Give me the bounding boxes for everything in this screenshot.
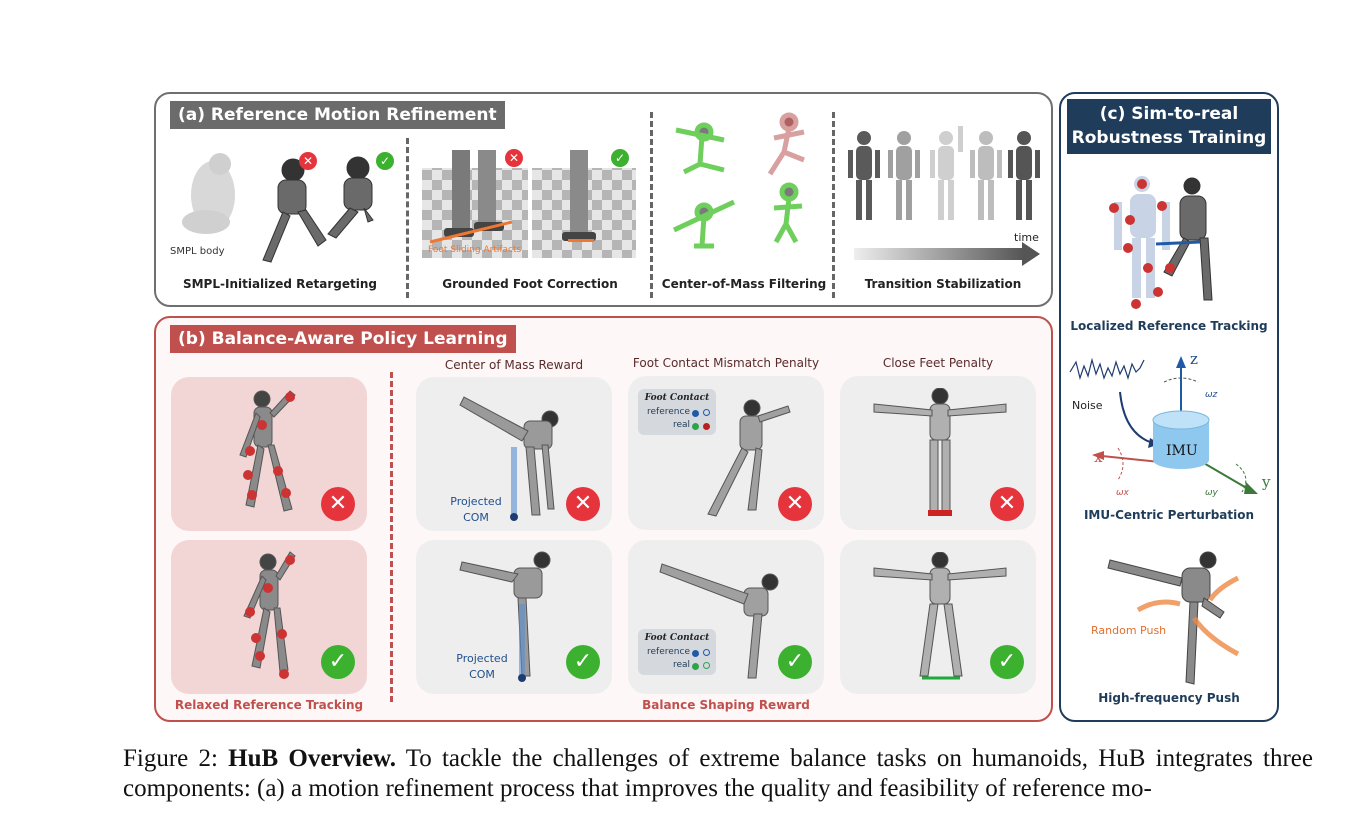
legend-title: Foot Contact xyxy=(644,393,710,403)
caption-smpl-retargeting: SMPL-Initialized Retargeting xyxy=(182,277,378,291)
check-icon: ✓ xyxy=(566,645,600,679)
robot-figure xyxy=(243,551,296,679)
col-title-close-feet: Close Feet Penalty xyxy=(882,356,994,370)
transition-stabilization-figure xyxy=(848,126,1040,266)
divider xyxy=(406,138,409,298)
cross-icon: ✕ xyxy=(299,152,317,170)
smpl-body-label: SMPL body xyxy=(170,246,225,257)
time-label: time xyxy=(1014,231,1039,244)
check-icon: ✓ xyxy=(321,645,355,679)
caption-bold: HuB Overview. xyxy=(228,745,396,772)
robot-figure xyxy=(873,552,1007,680)
omega-z-label: ωz xyxy=(1205,390,1218,400)
cross-icon: ✕ xyxy=(505,149,523,167)
divider xyxy=(650,112,653,298)
panel-c-header-line1: (c) Sim-to-real xyxy=(1099,104,1239,124)
col-title-foot-contact: Foot Contact Mismatch Penalty xyxy=(632,356,820,370)
foot-contact-legend: Foot Contact reference real xyxy=(638,389,716,435)
axis-x-label: x xyxy=(1094,448,1103,466)
panel-c-header: (c) Sim-to-real Robustness Training xyxy=(1067,99,1271,154)
caption-imu-perturbation: IMU-Centric Perturbation xyxy=(1083,508,1255,522)
random-push-label: Random Push xyxy=(1091,624,1167,637)
projected-com-label: Projected COM xyxy=(456,652,508,681)
noise-label: Noise xyxy=(1072,399,1103,412)
legend-reference: reference xyxy=(647,407,690,417)
caption-foot-correction: Grounded Foot Correction xyxy=(442,277,618,291)
divider xyxy=(390,372,393,702)
robot-figure xyxy=(459,396,559,521)
foot-correction-figure xyxy=(422,150,636,258)
robot-figure xyxy=(659,563,779,679)
reference-ring-icon xyxy=(703,409,710,416)
panel-sim-to-real xyxy=(1059,92,1279,722)
check-icon: ✓ xyxy=(778,645,812,679)
caption-label: Figure 2: xyxy=(123,745,229,772)
caption-transition-stabilization: Transition Stabilization xyxy=(864,277,1022,291)
legend-title: Foot Contact xyxy=(644,633,710,643)
com-filtering-figure xyxy=(672,112,805,249)
legend-reference: reference xyxy=(647,647,690,657)
cross-icon: ✕ xyxy=(566,487,600,521)
projected-com-label: Projected COM xyxy=(450,495,502,524)
col-title-com-reward: Center of Mass Reward xyxy=(444,358,584,372)
panel-a-header: (a) Reference Motion Refinement xyxy=(170,101,505,129)
localized-tracking-figure xyxy=(1109,176,1213,309)
legend-real: real xyxy=(672,660,690,670)
foot-contact-legend: Foot Contact reference real xyxy=(638,629,716,675)
cross-icon: ✕ xyxy=(321,487,355,521)
real-mismatch-icon xyxy=(703,423,710,430)
check-icon: ✓ xyxy=(611,149,629,167)
reference-dot-icon xyxy=(692,650,699,657)
axis-y-label: y xyxy=(1262,473,1271,491)
omega-x-label: ωx xyxy=(1116,488,1129,498)
caption-text: To tackle the challenges of extreme bala… xyxy=(123,745,1313,802)
panel-b-header: (b) Balance-Aware Policy Learning xyxy=(170,325,516,353)
real-ring-icon xyxy=(703,662,710,669)
robot-figure xyxy=(459,551,551,682)
cross-icon: ✕ xyxy=(990,487,1024,521)
omega-y-label: ωy xyxy=(1205,488,1218,498)
robot-figure xyxy=(707,399,791,517)
check-icon: ✓ xyxy=(990,645,1024,679)
smpl-retargeting-figure xyxy=(182,153,374,263)
robot-figure xyxy=(873,388,1007,516)
imu-label: IMU xyxy=(1166,443,1198,459)
foot-sliding-label: Foot Sliding Artifacts xyxy=(428,245,522,255)
figure-caption: Figure 2: HuB Overview. To tackle the ch… xyxy=(123,744,1313,804)
caption-com-filtering: Center-of-Mass Filtering xyxy=(661,277,827,291)
caption-relaxed-tracking: Relaxed Reference Tracking xyxy=(174,698,364,712)
divider xyxy=(832,112,835,298)
cross-icon: ✕ xyxy=(778,487,812,521)
panel-c-header-line2: Robustness Training xyxy=(1071,128,1267,148)
caption-localized-tracking: Localized Reference Tracking xyxy=(1070,319,1268,333)
axis-z-label: z xyxy=(1190,350,1198,368)
check-icon: ✓ xyxy=(376,152,394,170)
imu-perturbation-figure xyxy=(1069,356,1258,494)
caption-balance-shaping: Balance Shaping Reward xyxy=(642,698,810,712)
robot-figure xyxy=(239,390,296,512)
reference-ring-icon xyxy=(703,649,710,656)
legend-real: real xyxy=(672,420,690,430)
reference-dot-icon xyxy=(692,410,699,417)
real-dot-icon xyxy=(692,423,699,430)
real-dot-icon xyxy=(692,663,699,670)
caption-high-frequency-push: High-frequency Push xyxy=(1098,691,1240,705)
high-frequency-push-figure xyxy=(1107,551,1240,685)
